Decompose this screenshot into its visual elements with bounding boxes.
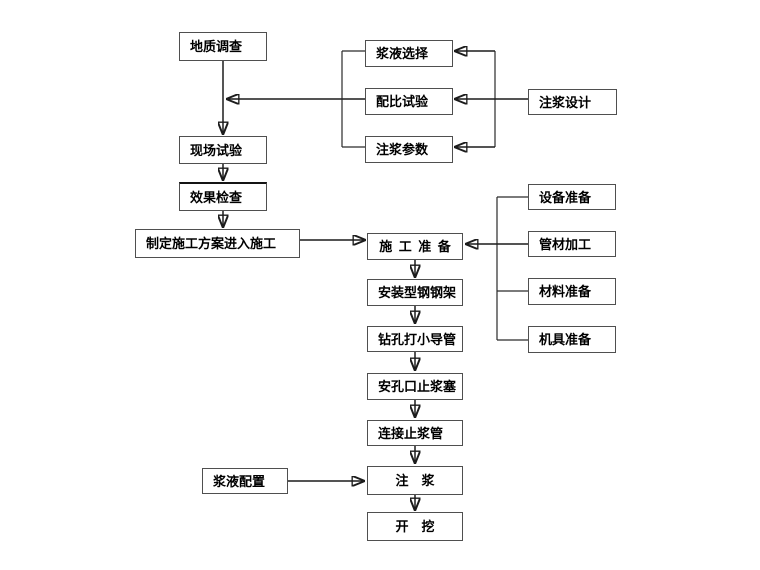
node-equipment-preparation-label: 设备准备 (539, 189, 592, 205)
node-slurry-selection-label: 浆液选择 (376, 46, 429, 61)
node-excavation: 开 挖 (367, 512, 463, 541)
node-grouting-design: 注浆设计 (528, 89, 617, 115)
node-material-preparation: 材料准备 (528, 278, 616, 305)
node-mix-ratio-test-label: 配比试验 (376, 94, 429, 109)
node-construction-plan-label: 制定施工方案进入施工 (146, 236, 277, 251)
node-connect-grout-stop-pipe-label: 连接止浆管 (378, 425, 444, 441)
node-geological-survey-label: 地质调查 (190, 39, 243, 54)
node-construction-preparation: 施 工 准 备 (367, 233, 463, 260)
node-grouting-design-label: 注浆设计 (539, 94, 592, 110)
node-machinery-preparation: 机具准备 (528, 326, 616, 353)
node-drill-small-conduit: 钻孔打小导管 (367, 326, 463, 352)
node-grouting-parameters-label: 注浆参数 (376, 142, 429, 157)
node-material-preparation-label: 材料准备 (539, 284, 592, 299)
node-slurry-selection: 浆液选择 (365, 40, 453, 67)
node-effect-inspection: 效果检查 (179, 182, 267, 211)
node-mix-ratio-test: 配比试验 (365, 88, 453, 115)
node-pipe-processing: 管材加工 (528, 231, 616, 257)
node-grouting-label: 注 浆 (395, 473, 435, 488)
node-field-test: 现场试验 (179, 136, 267, 164)
node-excavation-label: 开 挖 (395, 519, 435, 534)
node-slurry-mixing-label: 浆液配置 (213, 473, 266, 489)
node-geological-survey: 地质调查 (179, 32, 267, 61)
node-orifice-grout-stop-plug: 安孔口止浆塞 (367, 373, 463, 400)
node-grouting: 注 浆 (367, 466, 463, 495)
node-grouting-parameters: 注浆参数 (365, 136, 453, 163)
node-field-test-label: 现场试验 (190, 142, 243, 158)
node-install-steel-frame: 安装型钢钢架 (367, 279, 463, 306)
node-slurry-mixing: 浆液配置 (202, 468, 288, 494)
node-pipe-processing-label: 管材加工 (539, 236, 592, 252)
node-install-steel-frame-label: 安装型钢钢架 (378, 285, 457, 300)
node-construction-preparation-label: 施 工 准 备 (379, 239, 451, 254)
node-equipment-preparation: 设备准备 (528, 184, 616, 210)
node-orifice-grout-stop-plug-label: 安孔口止浆塞 (378, 379, 457, 394)
node-connect-grout-stop-pipe: 连接止浆管 (367, 420, 463, 446)
node-construction-plan: 制定施工方案进入施工 (135, 229, 300, 258)
node-drill-small-conduit-label: 钻孔打小导管 (378, 331, 457, 347)
node-machinery-preparation-label: 机具准备 (539, 332, 592, 347)
node-effect-inspection-label: 效果检查 (190, 189, 243, 205)
